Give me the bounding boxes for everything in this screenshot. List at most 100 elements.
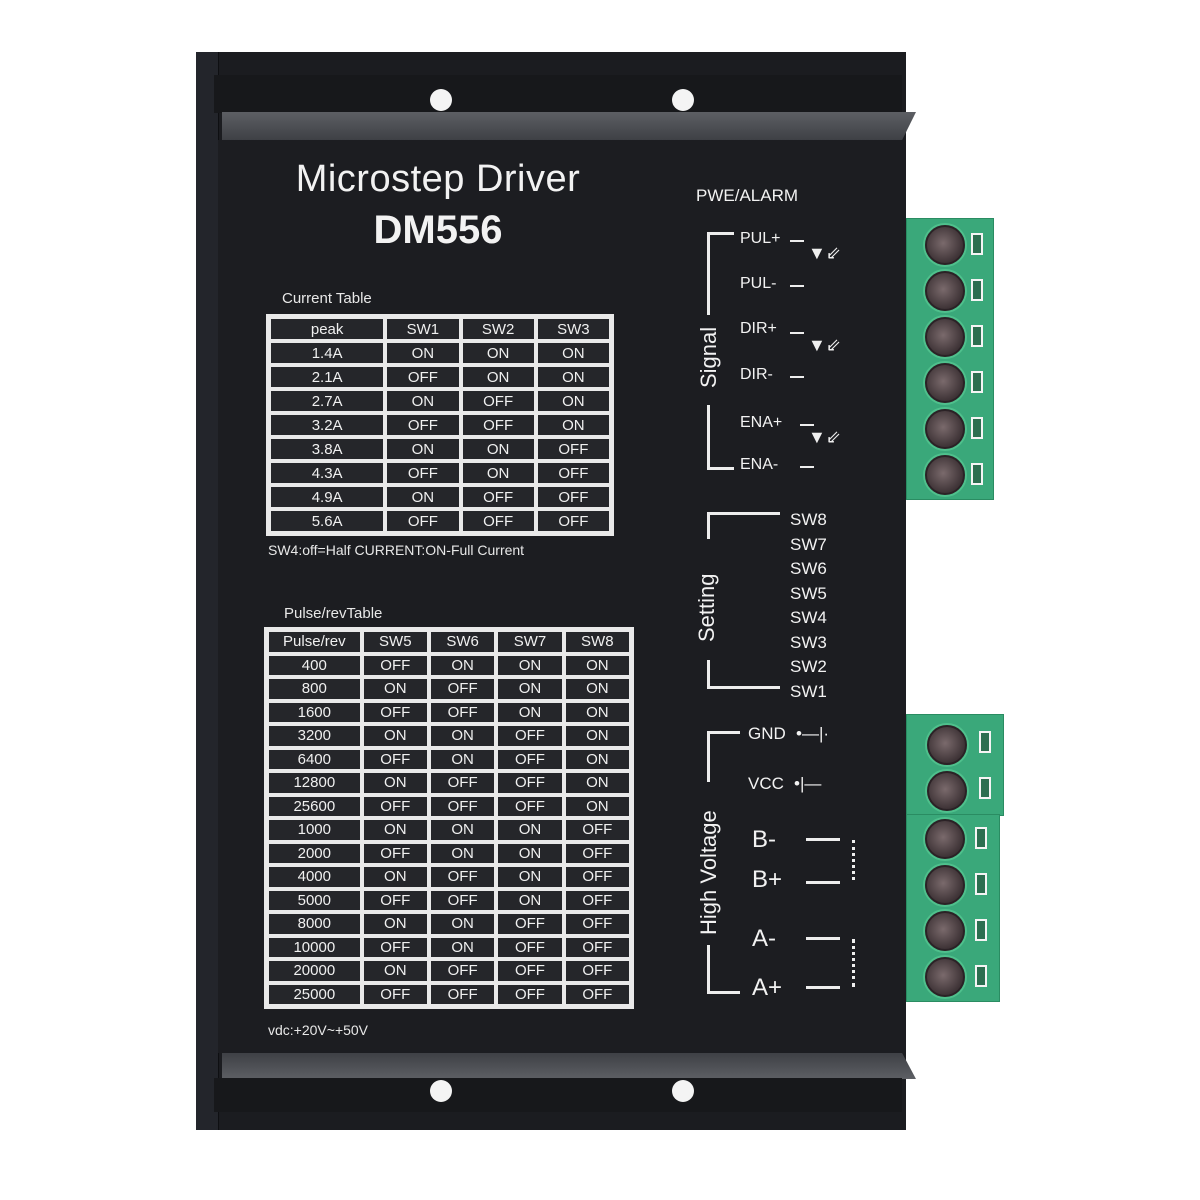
table-cell: OFF [460, 413, 536, 437]
optocoupler-icon: ▼⇙ [808, 243, 841, 263]
terminal-screw[interactable] [925, 225, 965, 265]
table-cell: 4.9A [269, 485, 386, 509]
table-header-cell: SW1 [385, 317, 461, 341]
terminal-screw[interactable] [925, 455, 965, 495]
table-cell: 5000 [267, 888, 362, 912]
table-cell: ON [563, 700, 631, 724]
battery-symbol-icon: •|— [794, 774, 822, 793]
table-cell: ON [361, 818, 429, 842]
terminal-screw[interactable] [925, 271, 965, 311]
table-cell: OFF [361, 747, 429, 771]
setting-bracket-bottom [707, 660, 780, 689]
signal-terminal-block [906, 218, 994, 500]
table-cell: OFF [535, 437, 611, 461]
current-table-note: SW4:off=Half CURRENT:ON-Full Current [268, 542, 525, 558]
terminal-slot [975, 965, 987, 987]
wire [790, 240, 804, 242]
table-cell: OFF [428, 771, 497, 795]
table-cell: ON [496, 841, 564, 865]
table-cell: OFF [428, 982, 497, 1006]
high-voltage-group-label: High Voltage [696, 810, 721, 935]
terminal-slot [971, 371, 983, 393]
table-cell: 25000 [267, 982, 362, 1006]
terminal-screw[interactable] [927, 771, 967, 811]
wire [800, 466, 814, 468]
power-terminal-block [906, 714, 1004, 816]
setting-bracket-top [707, 512, 780, 539]
coil-wire [806, 881, 840, 884]
table-cell: ON [361, 865, 429, 889]
table-header-cell: SW2 [460, 317, 536, 341]
table-cell: OFF [496, 959, 564, 983]
dip-switch-sw4: SW4 [790, 608, 827, 627]
table-cell: OFF [535, 509, 611, 533]
table-cell: 1600 [267, 700, 362, 724]
table-cell: OFF [563, 841, 631, 865]
terminal-screw[interactable] [925, 819, 965, 859]
bottom-bevel [222, 1053, 916, 1079]
table-cell: 6400 [267, 747, 362, 771]
table-cell: ON [385, 437, 461, 461]
mounting-hole [672, 89, 694, 111]
wire [790, 376, 804, 378]
terminal-slot [975, 827, 987, 849]
table-cell: ON [563, 653, 631, 677]
terminal-screw[interactable] [925, 409, 965, 449]
left-mounting-flange [196, 52, 219, 1130]
terminal-screw[interactable] [925, 865, 965, 905]
table-header-cell: SW5 [361, 630, 429, 654]
table-cell: ON [563, 747, 631, 771]
table-cell: 400 [267, 653, 362, 677]
table-cell: OFF [385, 413, 461, 437]
table-cell: 2.7A [269, 389, 386, 413]
terminal-screw[interactable] [925, 957, 965, 997]
table-cell: OFF [563, 982, 631, 1006]
terminal-screw[interactable] [925, 317, 965, 357]
pin-label-vcc: VCC [748, 774, 784, 793]
table-cell: ON [361, 771, 429, 795]
table-cell: ON [496, 865, 564, 889]
product-model: DM556 [373, 208, 503, 252]
table-cell: ON [361, 724, 429, 748]
table-cell: OFF [361, 841, 429, 865]
table-cell: ON [535, 389, 611, 413]
table-cell: OFF [361, 935, 429, 959]
table-cell: OFF [385, 509, 461, 533]
hv-bracket-bottom [707, 945, 740, 994]
table-cell: OFF [460, 509, 536, 533]
terminal-screw[interactable] [927, 725, 967, 765]
pin-label-pul-plus: PUL+ [740, 230, 781, 247]
dip-switch-sw2: SW2 [790, 657, 827, 676]
table-cell: ON [460, 341, 536, 365]
table-cell: ON [385, 389, 461, 413]
table-cell: 3.2A [269, 413, 386, 437]
terminal-slot [979, 777, 991, 799]
table-cell: OFF [563, 888, 631, 912]
table-cell: ON [428, 841, 497, 865]
terminal-screw[interactable] [925, 911, 965, 951]
terminal-slot [971, 233, 983, 255]
table-cell: OFF [563, 912, 631, 936]
table-cell: ON [361, 959, 429, 983]
dip-switch-sw5: SW5 [790, 583, 827, 603]
table-cell: ON [496, 818, 564, 842]
table-cell: OFF [496, 982, 564, 1006]
table-cell: ON [535, 413, 611, 437]
table-cell: ON [428, 935, 497, 959]
table-cell: OFF [563, 935, 631, 959]
terminal-screw[interactable] [925, 363, 965, 403]
pin-label-ena-plus: ENA+ [740, 414, 783, 431]
table-cell: OFF [535, 485, 611, 509]
current-table-caption: Current Table [282, 290, 372, 307]
table-cell: 12800 [267, 771, 362, 795]
